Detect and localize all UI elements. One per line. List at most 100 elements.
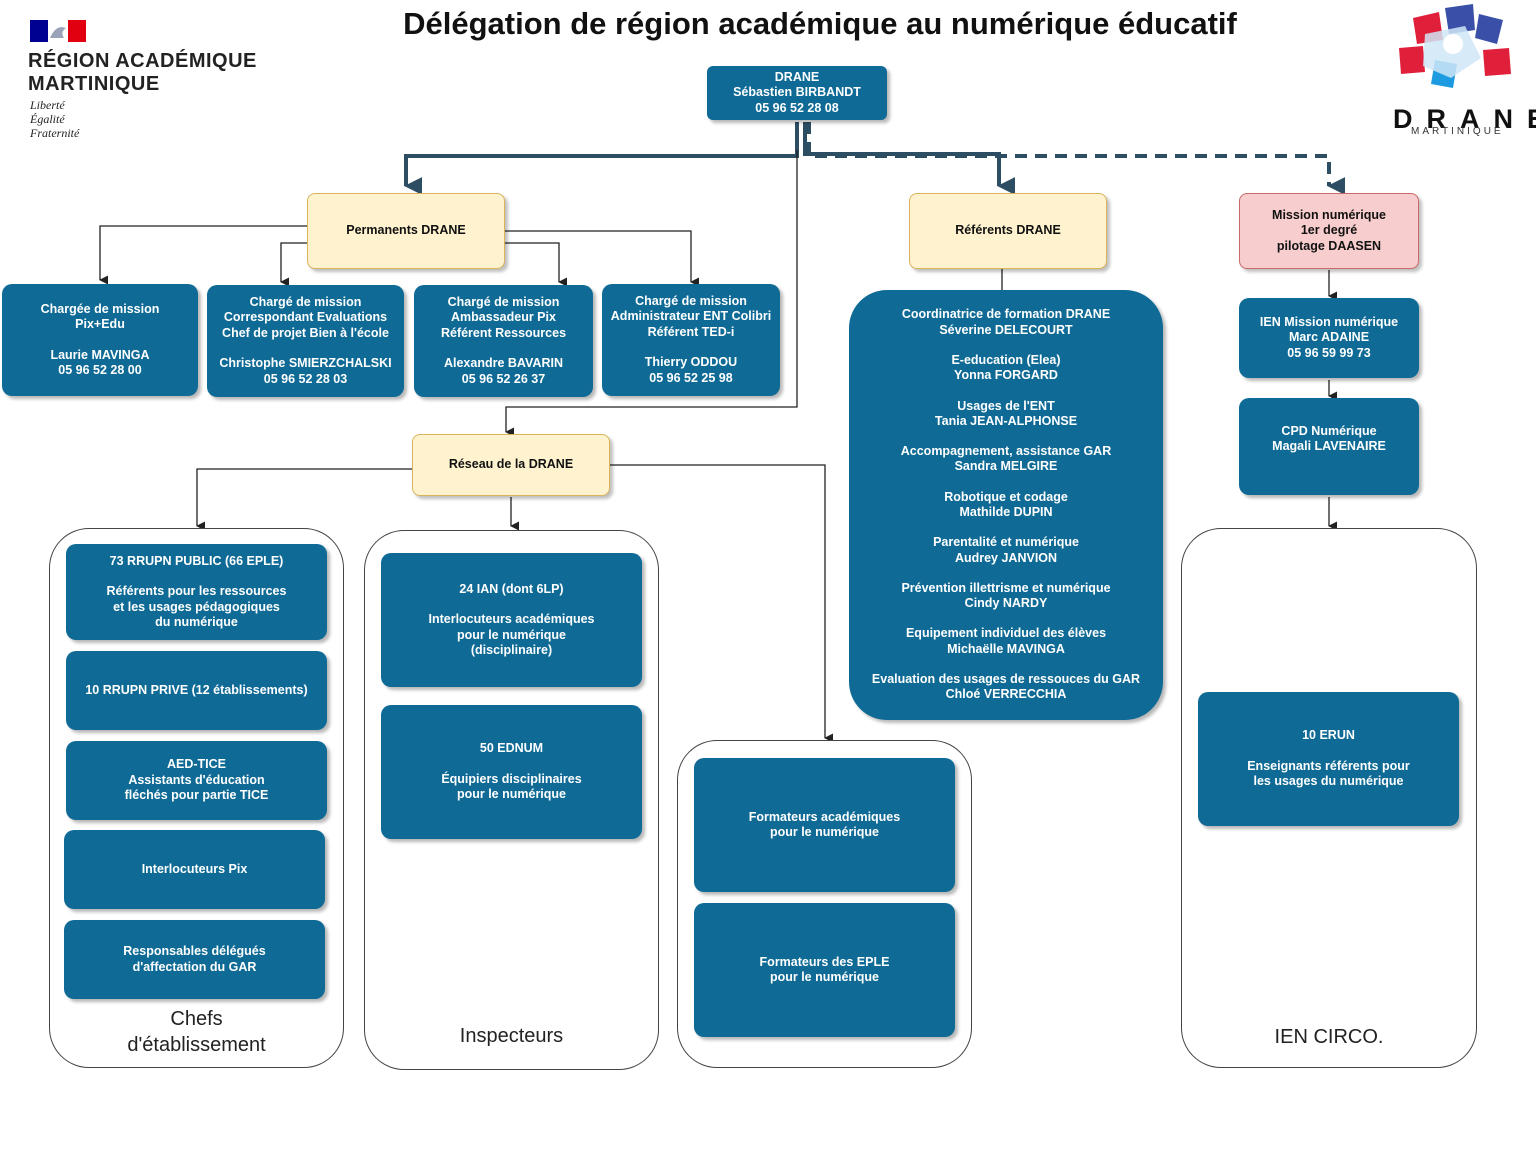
bavarin-name: Alexandre BAVARIN bbox=[443, 356, 563, 371]
smierzchalski-role: Chargé de mission bbox=[249, 294, 362, 309]
group-label-chefs-line2: d'établissement bbox=[127, 1034, 266, 1056]
interlocuteurs-pix-label: Interlocuteurs Pix bbox=[141, 861, 248, 876]
aed-tice-box: AED-TICE Assistants d'éducation fléchés … bbox=[66, 741, 327, 820]
pix-edu-phone: 05 96 52 28 00 bbox=[58, 363, 142, 377]
formateurs-academiques-line1: Formateurs académiques bbox=[748, 809, 901, 824]
referent-role: Prévention illettrisme et numérique bbox=[901, 580, 1111, 595]
rrupn-public-title: 73 RRUPN PUBLIC (66 EPLE) bbox=[109, 553, 284, 568]
erun-box: 10 ERUN Enseignants référents pour les u… bbox=[1198, 692, 1459, 826]
oddou-name: Thierry ODDOU bbox=[644, 355, 738, 370]
rrupn-public-desc1: Référents pour les ressources bbox=[106, 584, 287, 598]
gar-delegates-line2: d'affectation du GAR bbox=[132, 959, 257, 974]
motto-egalite: Égalité bbox=[30, 112, 65, 126]
mission-1er-degre-line2: 1er degré bbox=[1300, 223, 1358, 238]
oddou-phone: 05 96 52 25 98 bbox=[649, 370, 733, 385]
referent-name: Yonna FORGARD bbox=[954, 368, 1058, 383]
cpd-role: CPD Numérique bbox=[1281, 423, 1377, 438]
referent-name: Chloé VERRECCHIA bbox=[945, 687, 1067, 702]
aed-tice-desc1: Assistants d'éducation bbox=[128, 772, 265, 787]
bavarin-topic2: Référent Ressources bbox=[440, 325, 567, 340]
referent-role: E-education (Elea) bbox=[951, 352, 1061, 367]
referents-drane-box: Référents DRANE bbox=[909, 193, 1107, 269]
motto-liberte: Liberté bbox=[30, 98, 65, 112]
ien-mission-phone: 05 96 59 99 73 bbox=[1287, 345, 1371, 360]
formateurs-eple-line2: pour le numérique bbox=[769, 970, 880, 984]
rrupn-public-box: 73 RRUPN PUBLIC (66 EPLE) Référents pour… bbox=[66, 544, 327, 640]
formateurs-academiques-line2: pour le numérique bbox=[769, 825, 880, 839]
ian-box: 24 IAN (dont 6LP) Interlocuteurs académi… bbox=[381, 553, 642, 687]
bavarin-topic1: Ambassadeur Pix bbox=[451, 310, 556, 325]
marianne-flag-icon bbox=[30, 20, 86, 42]
ien-mission-name: Marc ADAINE bbox=[1288, 330, 1370, 345]
erun-title: 10 ERUN bbox=[1302, 728, 1355, 743]
aed-tice-title: AED-TICE bbox=[166, 757, 227, 772]
referent-name: Audrey JANVION bbox=[954, 550, 1058, 565]
reseau-drane-box: Réseau de la DRANE bbox=[412, 434, 610, 496]
referent-role: Robotique et codage bbox=[944, 489, 1068, 504]
gar-delegates-line1: Responsables délégués bbox=[123, 944, 266, 958]
cpd-numerique-box: CPD Numérique Magali LAVENAIRE bbox=[1239, 398, 1419, 495]
interlocuteurs-pix-box: Interlocuteurs Pix bbox=[64, 830, 325, 909]
referent-name: Séverine DELECOURT bbox=[939, 322, 1073, 337]
drane-head-phone: 05 96 52 28 08 bbox=[755, 100, 839, 115]
region-name-line2: MARTINIQUE bbox=[28, 73, 160, 95]
pix-edu-topic: Pix+Edu bbox=[75, 317, 125, 331]
drane-logo-sub: MARTINIQUE bbox=[1411, 126, 1504, 137]
ien-mission-role: IEN Mission numérique bbox=[1259, 314, 1399, 329]
ian-title: 24 IAN (dont 6LP) bbox=[459, 581, 564, 596]
oddou-box: Chargé de mission Administrateur ENT Col… bbox=[602, 284, 780, 396]
pix-edu-name: Laurie MAVINGA bbox=[50, 347, 150, 362]
referent-name: Tania JEAN-ALPHONSE bbox=[934, 413, 1078, 428]
ien-mission-box: IEN Mission numérique Marc ADAINE 05 96 … bbox=[1239, 298, 1419, 378]
permanents-drane-box: Permanents DRANE bbox=[307, 193, 505, 269]
erun-desc2: les usages du numérique bbox=[1253, 774, 1404, 789]
ednum-desc1: Équipiers disciplinaires bbox=[441, 771, 582, 786]
mission-1er-degre-line3: pilotage DAASEN bbox=[1276, 238, 1382, 253]
ian-desc1: Interlocuteurs académiques bbox=[428, 612, 595, 626]
rrupn-public-desc3: du numérique bbox=[155, 615, 238, 629]
referent-role: Coordinatrice de formation DRANE bbox=[901, 307, 1111, 322]
smierzchalski-box: Chargé de mission Correspondant Evaluati… bbox=[207, 285, 404, 397]
oddou-role: Chargé de mission bbox=[635, 293, 747, 308]
ednum-box: 50 EDNUM Équipiers disciplinaires pour l… bbox=[381, 705, 642, 839]
referent-name: Sandra MELGIRE bbox=[954, 459, 1058, 474]
smierzchalski-phone: 05 96 52 28 03 bbox=[263, 371, 348, 386]
cpd-name: Magali LAVENAIRE bbox=[1272, 439, 1386, 453]
rrupn-prive-label: 10 RRUPN PRIVE (12 établissements) bbox=[85, 682, 308, 697]
referent-role: Accompagnement, assistance GAR bbox=[900, 444, 1112, 459]
region-name-line1: RÉGION ACADÉMIQUE bbox=[28, 50, 257, 72]
smierzchalski-topic1: Correspondant Evaluations bbox=[223, 310, 388, 325]
referent-name: Michaëlle MAVINGA bbox=[947, 641, 1065, 656]
rrupn-public-desc2: et les usages pédagogiques bbox=[113, 599, 280, 614]
ednum-title: 50 EDNUM bbox=[479, 741, 544, 756]
referent-name: Cindy NARDY bbox=[964, 596, 1048, 611]
referent-name: Mathilde DUPIN bbox=[959, 505, 1053, 519]
referent-role: Parentalité et numérique bbox=[933, 535, 1079, 550]
rrupn-prive-box: 10 RRUPN PRIVE (12 établissements) bbox=[66, 651, 327, 730]
group-label-inspecteurs: Inspecteurs bbox=[459, 1025, 564, 1047]
drane-head-name: Sébastien BIRBANDT bbox=[733, 85, 861, 100]
formateurs-eple-line1: Formateurs des EPLE bbox=[759, 954, 890, 969]
aed-tice-desc2: fléchés pour partie TICE bbox=[124, 788, 269, 803]
group-label-chefs: Chefs d'établissement bbox=[49, 1006, 344, 1058]
oddou-topic1: Administrateur ENT Colibri bbox=[610, 309, 772, 324]
smierzchalski-topic2: Chef de projet Bien à l'école bbox=[222, 325, 389, 340]
pix-edu-box: Chargée de mission Pix+Edu Laurie MAVING… bbox=[2, 284, 198, 396]
bavarin-phone: 05 96 52 26 37 bbox=[461, 371, 546, 386]
drane-logo-icon bbox=[1399, 4, 1511, 88]
drane-head-box: DRANE Sébastien BIRBANDT 05 96 52 28 08 bbox=[707, 66, 887, 120]
drane-logo-word: DRANE bbox=[1393, 104, 1536, 134]
oddou-topic2: Référent TED-i bbox=[647, 324, 735, 339]
permanents-drane-label: Permanents DRANE bbox=[346, 223, 466, 238]
bavarin-box: Chargé de mission Ambassadeur Pix Référe… bbox=[414, 285, 593, 397]
drane-head-label: DRANE bbox=[774, 69, 820, 84]
ian-desc3: (disciplinaire) bbox=[470, 643, 553, 657]
referent-role: Equipement individuel des élèves bbox=[905, 626, 1107, 641]
formateurs-eple-box: Formateurs des EPLE pour le numérique bbox=[694, 903, 955, 1037]
mission-1er-degre-box: Mission numérique 1er degré pilotage DAA… bbox=[1239, 193, 1419, 269]
gar-delegates-box: Responsables délégués d'affectation du G… bbox=[64, 920, 325, 999]
formateurs-academiques-box: Formateurs académiques pour le numérique bbox=[694, 758, 955, 892]
bavarin-role: Chargé de mission bbox=[447, 294, 560, 309]
referents-list-box: Coordinatrice de formation DRANE Séverin… bbox=[849, 290, 1163, 720]
